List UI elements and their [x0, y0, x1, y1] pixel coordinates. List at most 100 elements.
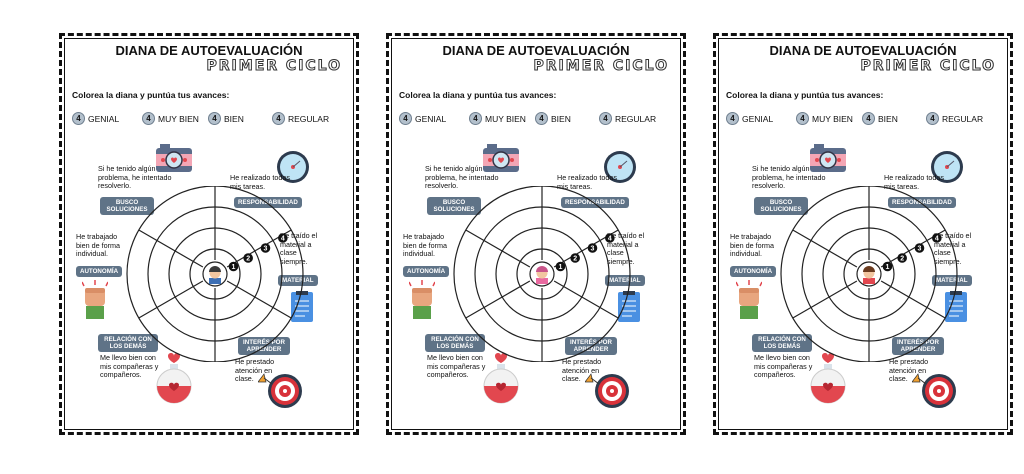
- busco-pill: BUSCO SOLUCIONES: [100, 197, 154, 215]
- tablet-icon: [617, 291, 641, 328]
- responsabilidad-pill: RESPONSABILIDAD: [561, 197, 629, 208]
- sector-divider: [553, 280, 619, 319]
- bullseye-target-icon: [267, 373, 303, 414]
- score-badge: 4: [862, 112, 875, 125]
- scale-label: MUY BIEN: [812, 113, 853, 124]
- ring-number: 1: [232, 264, 236, 271]
- heart-potion-icon: [479, 350, 523, 409]
- autonomia-text: He trabajado bien de forma individual.: [76, 232, 120, 259]
- instruction-text: Colorea la diana y puntúa tus avances:: [399, 90, 557, 100]
- ring-number: 3: [264, 246, 268, 253]
- girl-avatar-icon: [536, 266, 548, 284]
- ring-number: 4: [281, 236, 285, 243]
- ring-number-badge: [555, 261, 566, 272]
- ring-number-badge: [897, 253, 907, 263]
- interes-text: He prestado atención en clase.: [235, 357, 275, 384]
- sector-divider: [226, 280, 292, 319]
- ring-number-badge: [570, 253, 580, 263]
- scale-label: REGULAR: [288, 113, 330, 124]
- sheet-title: DIANA DE AUTOEVALUACIÓN: [442, 43, 630, 58]
- autonomia-pill: AUTONOMÍA: [730, 266, 777, 277]
- autonomia-pill: AUTONOMÍA: [76, 266, 123, 277]
- interes-pill: INTERÉS POR APRENDER: [565, 337, 617, 355]
- relacion-pill: RELACIÓN CON LOS DEMÁS: [98, 334, 158, 352]
- ring-number-badge: [587, 243, 598, 253]
- score-badge: 4: [208, 112, 221, 125]
- scale-label: REGULAR: [942, 113, 984, 124]
- scale-label: GENIAL: [742, 113, 774, 124]
- scale-label: MUY BIEN: [485, 113, 526, 124]
- bullseye-target-icon: [921, 373, 957, 414]
- scale-label: GENIAL: [88, 113, 120, 124]
- target-ring-4[interactable]: [126, 186, 304, 362]
- sheet-subtitle: PRIMER CICLO: [860, 58, 996, 75]
- ring-number: 4: [608, 236, 612, 243]
- camera-icon: [481, 140, 521, 179]
- heart-potion-icon: [152, 350, 196, 409]
- material-text: He traído el material a clase siempre.: [280, 231, 318, 266]
- relacion-text: Me llevo bien con mis compañeras y compa…: [754, 353, 813, 380]
- sheet-3: DIANA DE AUTOEVALUACIÓN PRIMER CICLO Col…: [713, 33, 1013, 435]
- sheet-2: DIANA DE AUTOEVALUACIÓN PRIMER CICLO Col…: [386, 33, 686, 435]
- arrow-icon: [257, 371, 273, 389]
- autonomia-text: He trabajado bien de forma individual.: [730, 232, 774, 259]
- instruction-text: Colorea la diana y puntúa tus avances:: [726, 90, 884, 100]
- scale-label: GENIAL: [415, 113, 447, 124]
- raised-fist-icon: [735, 280, 763, 325]
- responsabilidad-text: He realizado todas mis tareas.: [884, 173, 944, 191]
- sector-divider: [880, 280, 946, 319]
- sheet-subtitle: PRIMER CICLO: [533, 58, 669, 75]
- ring-number-badge: [260, 243, 271, 253]
- sheet-subtitle: PRIMER CICLO: [206, 58, 342, 75]
- arrow-icon: [911, 371, 927, 389]
- score-badge: 4: [142, 112, 155, 125]
- relacion-pill: RELACIÓN CON LOS DEMÁS: [752, 334, 812, 352]
- ring-number: 4: [935, 236, 939, 243]
- responsabilidad-pill: RESPONSABILIDAD: [888, 197, 956, 208]
- material-pill: MATERIAL: [932, 275, 972, 286]
- scale-label: BIEN: [551, 113, 571, 124]
- sector-divider: [465, 229, 531, 268]
- sheet-title: DIANA DE AUTOEVALUACIÓN: [769, 43, 957, 58]
- responsabilidad-pill: RESPONSABILIDAD: [234, 197, 302, 208]
- interes-text: He prestado atención en clase.: [889, 357, 929, 384]
- sector-divider: [792, 280, 858, 319]
- material-text: He traído el material a clase siempre.: [934, 231, 972, 266]
- relacion-text: Me llevo bien con mis compañeras y compa…: [427, 353, 486, 380]
- material-text: He traído el material a clase siempre.: [607, 231, 645, 266]
- sector-divider: [138, 229, 204, 268]
- arrow-icon: [584, 371, 600, 389]
- camera-icon: [154, 140, 194, 179]
- scale-label: BIEN: [224, 113, 244, 124]
- score-badge: 4: [399, 112, 412, 125]
- relacion-pill: RELACIÓN CON LOS DEMÁS: [425, 334, 485, 352]
- busco-pill: BUSCO SOLUCIONES: [754, 197, 808, 215]
- responsabilidad-text: He realizado todas mis tareas.: [557, 173, 617, 191]
- autonomia-pill: AUTONOMÍA: [403, 266, 450, 277]
- camera-icon: [808, 140, 848, 179]
- teacher-avatar-icon: [209, 266, 221, 284]
- ring-number-badge: [882, 261, 893, 272]
- raised-fist-icon: [408, 280, 436, 325]
- clock-icon: [603, 150, 637, 189]
- scale-label: BIEN: [878, 113, 898, 124]
- heart-potion-icon: [806, 350, 850, 409]
- ring-number-badge: [932, 233, 942, 243]
- target-ring-4[interactable]: [780, 186, 958, 362]
- target-ring-4[interactable]: [453, 186, 631, 362]
- ring-number: 2: [900, 256, 904, 263]
- sector-divider: [792, 229, 858, 268]
